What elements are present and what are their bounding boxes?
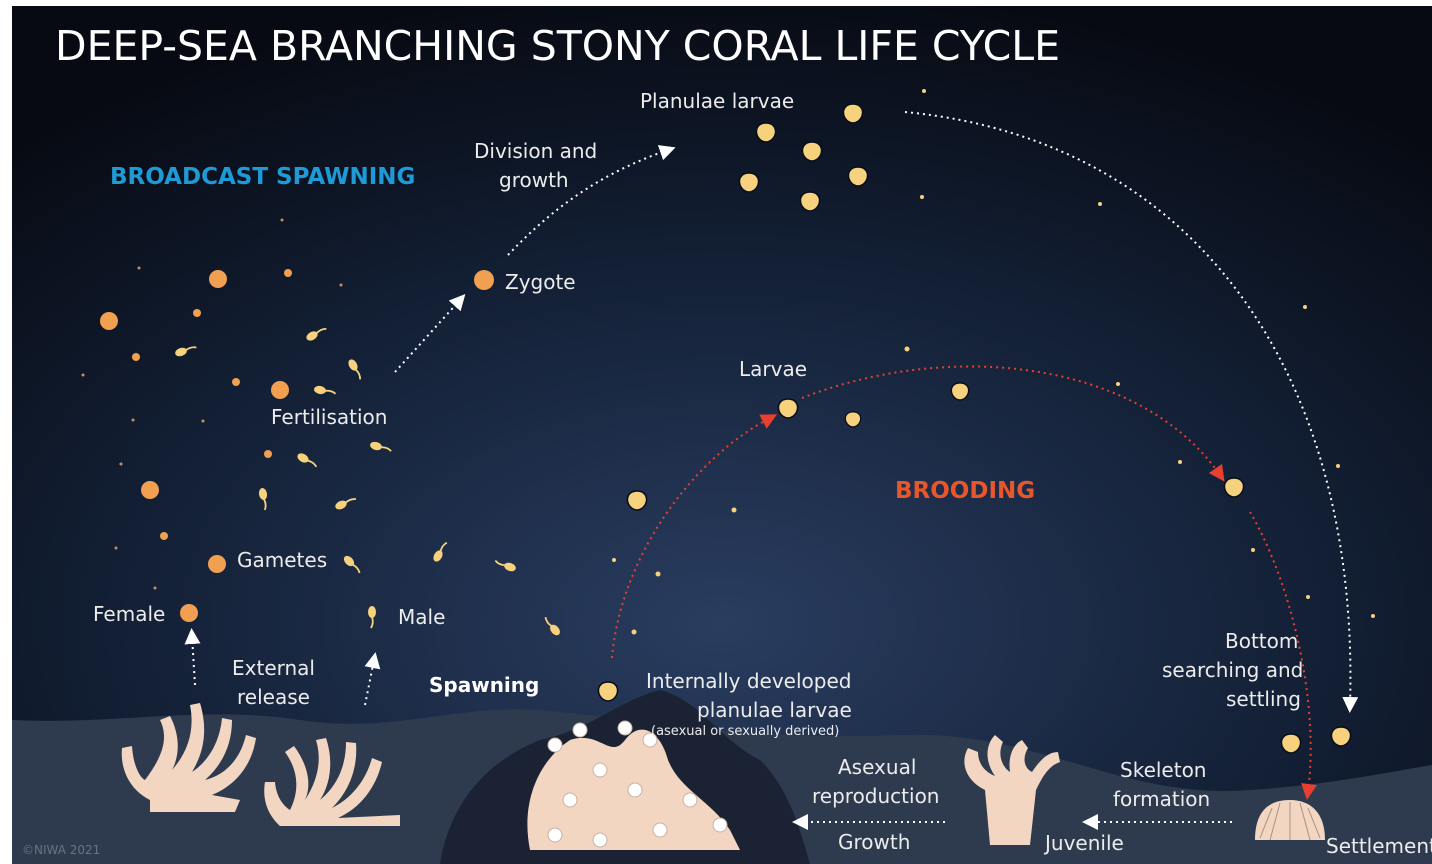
female-label: Female xyxy=(93,600,165,629)
asexual-label-line2: reproduction xyxy=(812,782,939,811)
planulae-larvae-label: Planulae larvae xyxy=(640,87,794,116)
external-release-line2: release xyxy=(237,683,310,712)
zygote-egg xyxy=(474,270,494,290)
spawning-label: Spawning xyxy=(429,671,539,700)
zygote-label: Zygote xyxy=(505,268,576,297)
copyright-credit: ©NIWA 2021 xyxy=(22,843,100,857)
male-label: Male xyxy=(398,603,445,632)
bottom-label-line1: Bottom xyxy=(1225,627,1298,656)
growth-label: Growth xyxy=(838,828,910,857)
external-release-line1: External xyxy=(232,654,315,683)
division-label-line2: growth xyxy=(499,166,569,195)
broadcast-spawning-heading: BROADCAST SPAWNING xyxy=(110,164,415,190)
bottom-label-line2: searching and xyxy=(1162,656,1303,685)
skeleton-label-line2: formation xyxy=(1113,785,1210,814)
gametes-label: Gametes xyxy=(237,546,327,575)
larvae-label: Larvae xyxy=(739,355,807,384)
skeleton-label-line1: Skeleton xyxy=(1120,756,1206,785)
asexual-label-line1: Asexual xyxy=(838,753,916,782)
bottom-label-line3: settling xyxy=(1226,685,1301,714)
internal-label-line1: Internally developed xyxy=(646,667,851,696)
internal-label-line2: planulae larvae xyxy=(697,696,852,725)
brooding-heading: BROODING xyxy=(895,478,1035,504)
division-label-line1: Division and xyxy=(474,137,597,166)
settlement-label: Settlement xyxy=(1326,832,1432,861)
internal-label-note: (asexual or sexually derived) xyxy=(651,724,839,739)
diagram-title: DEEP-SEA BRANCHING STONY CORAL LIFE CYCL… xyxy=(55,22,1060,70)
fertilisation-label: Fertilisation xyxy=(271,403,387,432)
juvenile-label: Juvenile xyxy=(1045,829,1124,858)
